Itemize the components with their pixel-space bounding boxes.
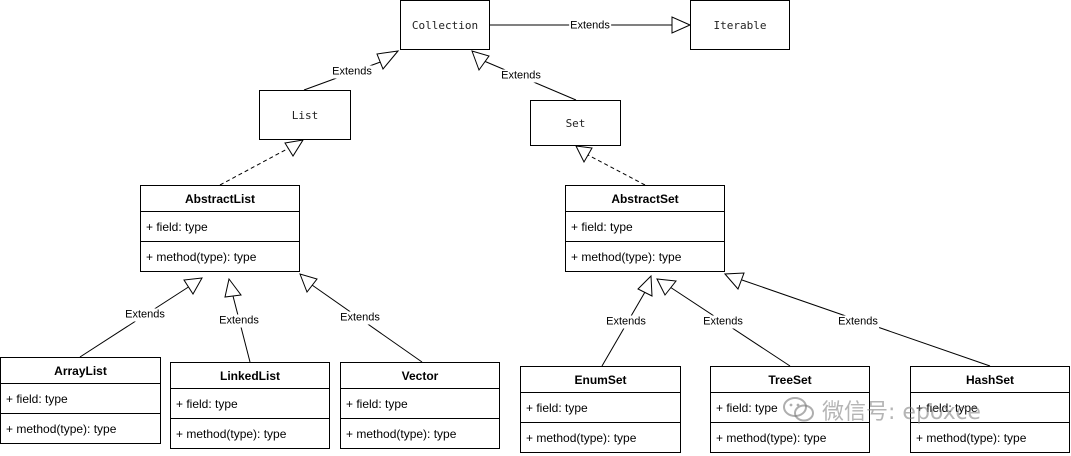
label-extends-treeset: Extends [702,315,744,329]
arraylist-class: ArrayList + field: type + method(type): … [0,357,161,444]
iterable-box: Iterable [690,0,790,50]
class-name: AbstractSet [566,186,724,212]
class-name: TreeSet [711,367,869,393]
class-field: + field: type [566,212,724,242]
hashset-class: HashSet + field: type + method(type): ty… [910,366,1070,453]
label-extends-linkedlist: Extends [218,314,260,328]
class-field: + field: type [711,393,869,423]
watermark: 微信号: epoxce [782,394,981,426]
collection-box: Collection [400,0,490,50]
label-extends-vector: Extends [339,311,381,325]
arrowhead-collection-right [471,50,490,72]
arrowhead-iterable [671,16,692,34]
class-name: HashSet [911,367,1069,393]
arrowhead-collection-left [376,50,400,70]
arrowhead-abstractlist-3 [299,273,318,294]
treeset-class: TreeSet + field: type + method(type): ty… [710,366,870,453]
class-field: + field: type [521,393,680,423]
class-field: + field: type [341,389,499,419]
edge-linkedlist-abstractlist [232,295,251,363]
list-box: List [259,90,351,140]
edge-abstractlist-list [219,147,290,186]
class-method: + method(type): type [176,426,287,441]
class-name: LinkedList [171,363,329,389]
linkedlist-class: LinkedList + field: type + method(type):… [170,362,330,449]
arrowhead-abstractlist-2 [224,277,242,298]
class-method: + method(type): type [6,421,117,436]
class-field: + field: type [1,384,160,414]
class-field: + field: type [911,393,1069,423]
class-method: + method(type): type [571,249,682,264]
class-field: + field: type [141,212,299,242]
edge-arraylist-abstractlist [79,285,191,358]
edge-abstractset-set [587,154,646,186]
class-method: + method(type): type [916,430,1027,445]
vector-class: Vector + field: type + method(type): typ… [340,362,500,449]
class-method: + method(type): type [346,426,457,441]
label-extends-arraylist: Extends [124,308,166,322]
arrowhead-list [284,139,305,157]
class-name: ArrayList [1,358,160,384]
arrowhead-abstractset-1 [637,274,653,297]
edge-enumset-abstractset [601,291,646,367]
abstractlist-class: AbstractList + field: type + method(type… [140,185,300,272]
watermark-text: 微信号: epoxce [822,400,981,425]
class-method: + method(type): type [146,249,257,264]
class-field: + field: type [171,389,329,419]
class-method: + method(type): type [716,430,827,445]
arrowhead-abstractset-3 [723,272,745,290]
label-extends-hashset: Extends [837,315,879,329]
abstractset-class: AbstractSet + field: type + method(type)… [565,185,725,272]
class-name: AbstractList [141,186,299,212]
arrowhead-abstractlist-1 [183,277,203,295]
label-extends-enumset: Extends [605,315,647,329]
label-extends-list: Extends [331,65,373,79]
arrowhead-set [575,145,593,164]
label-extends-iterable: Extends [569,19,611,33]
enumset-class: EnumSet + field: type + method(type): ty… [520,366,681,453]
arrowhead-abstractset-2 [656,278,677,296]
wechat-icon [783,397,814,422]
class-name: Vector [341,363,499,389]
class-name: EnumSet [521,367,680,393]
set-box: Set [530,100,621,146]
class-method: + method(type): type [526,430,637,445]
label-extends-set: Extends [500,69,542,83]
